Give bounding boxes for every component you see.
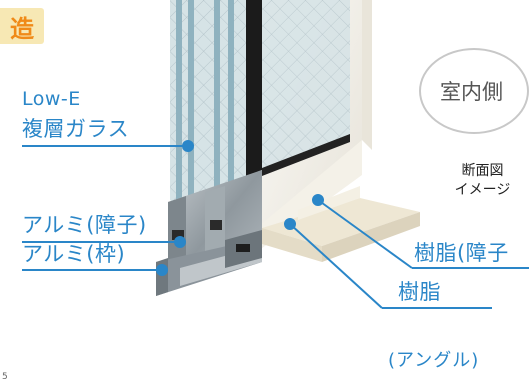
- glass-panes: [170, 0, 350, 210]
- room-side-badge: [419, 48, 529, 134]
- callout-lines: [22, 140, 529, 309]
- resin-label: 樹脂: [398, 280, 441, 304]
- section-caption-line2: イメージ: [454, 182, 511, 198]
- section-image-caption: 断面図 イメージ: [436, 162, 529, 200]
- page-mark: 5: [2, 372, 8, 382]
- lowe-label-line1: Low-E: [22, 88, 81, 110]
- resin-sash-label: 樹脂(障子: [414, 241, 509, 265]
- section-caption-line1: 断面図: [461, 163, 504, 179]
- title-badge: 造: [0, 8, 44, 44]
- alumi-sash-label: アルミ(障子): [22, 213, 147, 237]
- room-side-label: 室内側: [440, 80, 503, 104]
- aluminum-sash-frame: [156, 170, 262, 296]
- angle-label: (アングル): [388, 350, 480, 371]
- lowe-label-line2: 複層ガラス: [22, 117, 130, 141]
- alumi-frame-label: アルミ(枠): [22, 242, 126, 266]
